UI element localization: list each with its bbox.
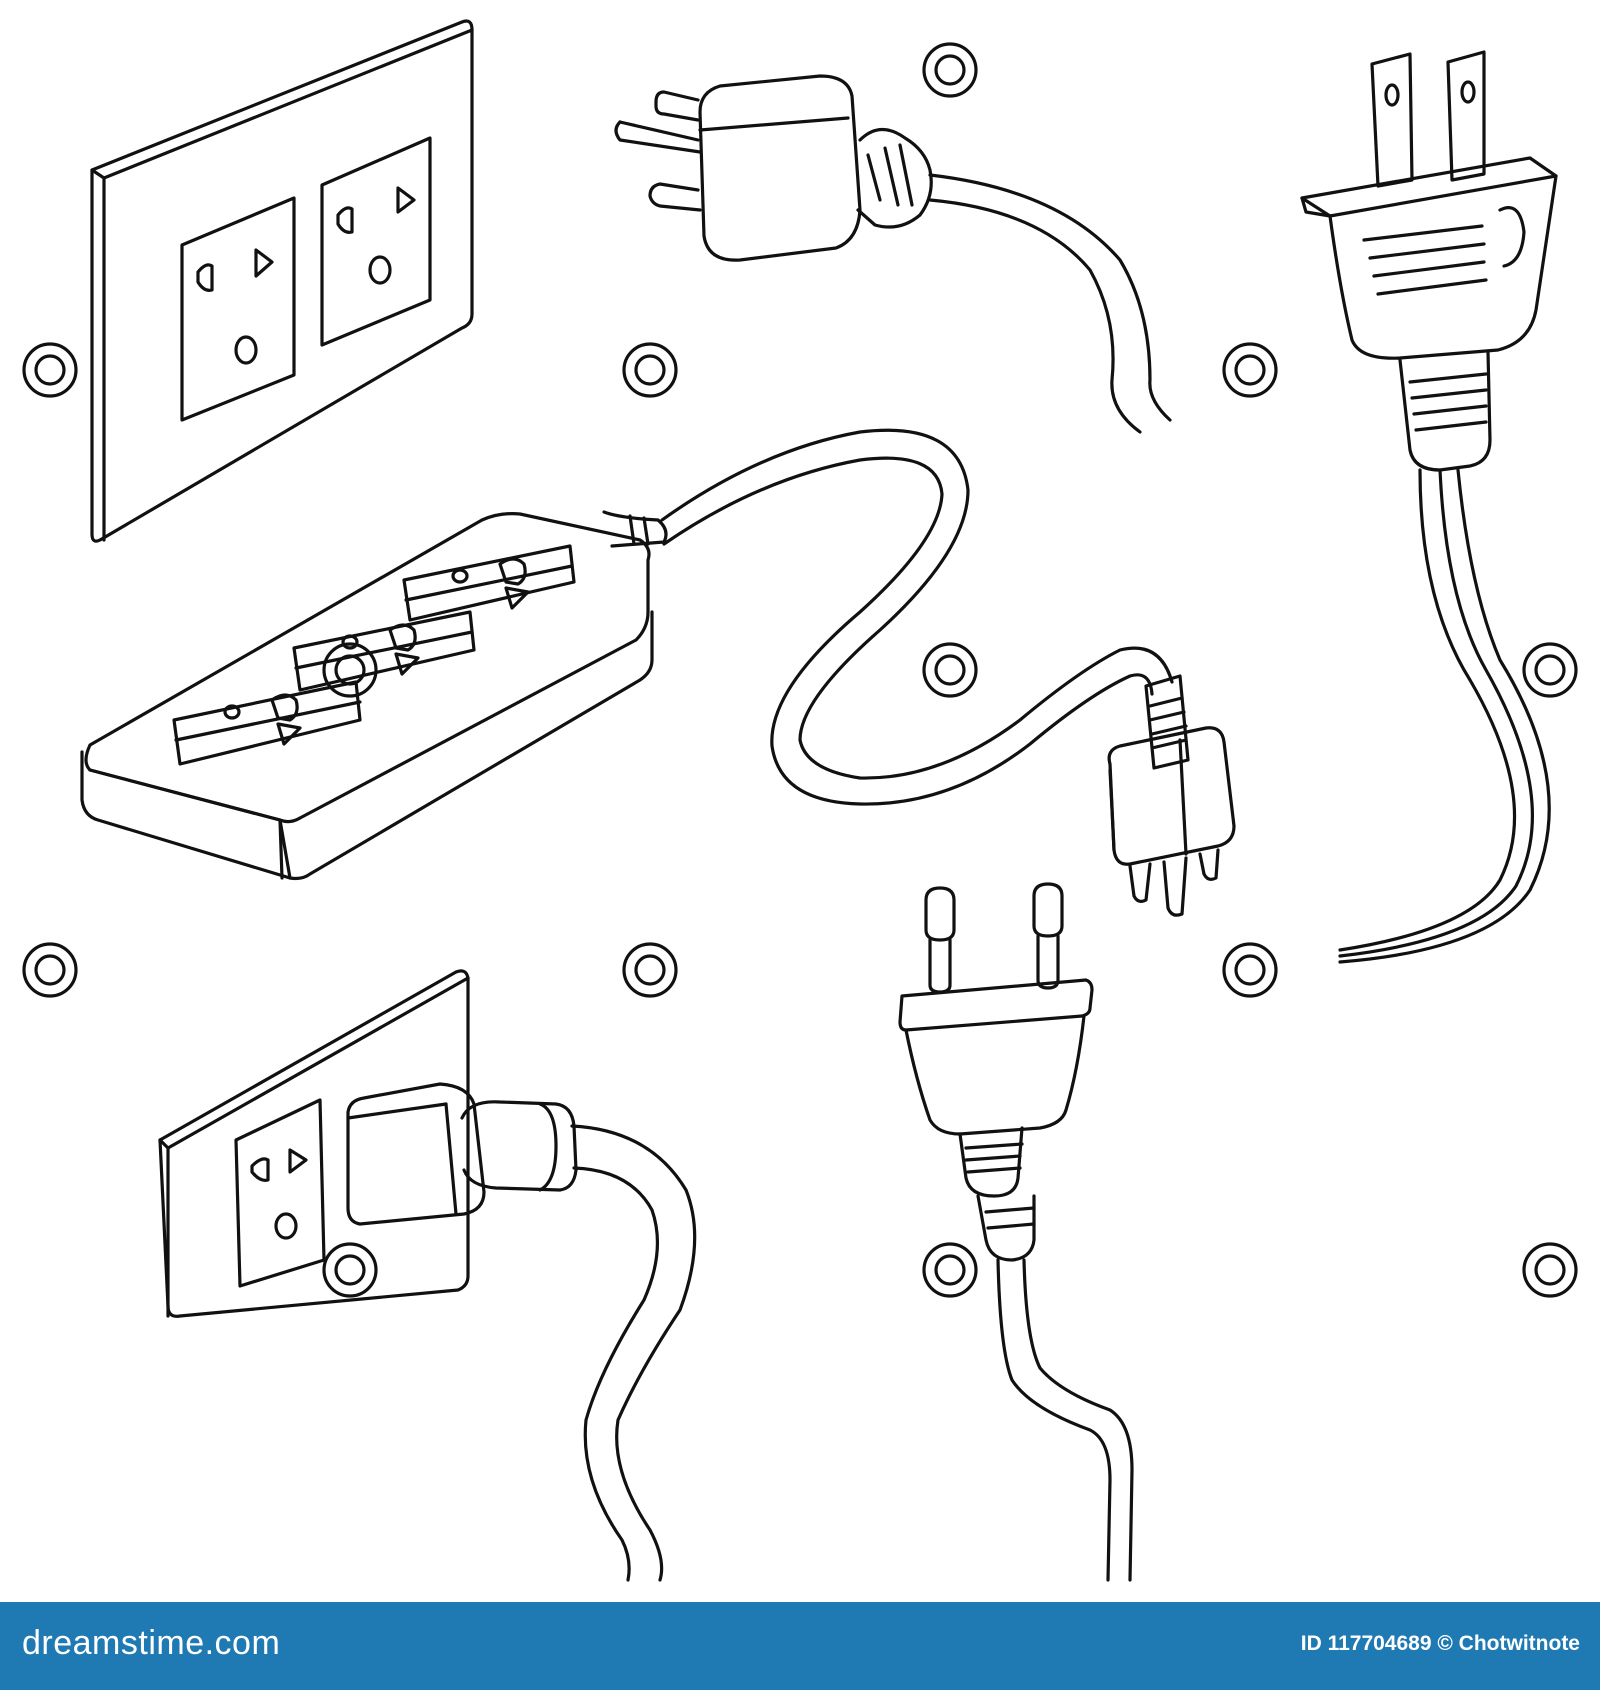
wall-outlet-double-icon: [90, 19, 474, 543]
power-strip-icon: [80, 428, 1236, 917]
copyright-label: © Chotwitnote: [1437, 1632, 1580, 1655]
image-id-label: ID 117704689: [1300, 1632, 1432, 1655]
us-plug-two-prong-icon: [1300, 50, 1558, 964]
euro-plug-icon: [898, 882, 1134, 1582]
illustration-canvas: [22, 19, 1578, 1582]
stock-site-brand[interactable]: dreamstime.com: [22, 1624, 281, 1662]
stock-photo-footer-bar: dreamstime.com ID 117704689 © Chotwitnot…: [0, 1602, 1600, 1690]
plugged-in-outlet-icon: [158, 969, 697, 1582]
us-plug-grounded-icon: [614, 74, 1172, 434]
watermark-pattern: [22, 42, 1578, 1298]
image-credit: ID 117704689 © Chotwitnote: [1301, 1632, 1580, 1656]
